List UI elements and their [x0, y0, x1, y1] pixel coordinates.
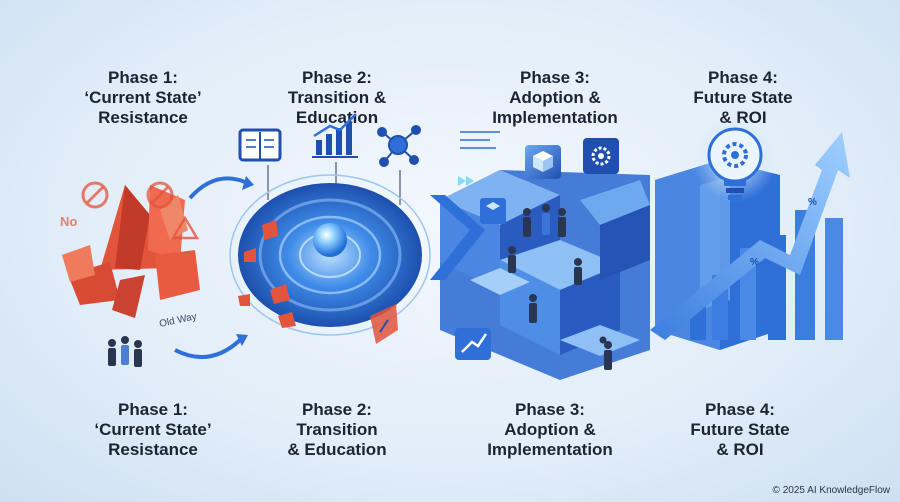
text-lines-deco: [460, 131, 500, 149]
network-icon: [377, 125, 421, 167]
book-icon: [238, 128, 282, 162]
top-label-phase-2: Phase 2: Transition & Education: [287, 68, 387, 127]
arrow-up-curve: [188, 176, 246, 200]
vortex-exit-arrow: [370, 304, 398, 344]
bar-chart-icon: [312, 113, 358, 158]
arrow-down-curve: [174, 338, 242, 359]
percent-label-1: %: [750, 257, 759, 268]
percent-label-2: %: [808, 197, 817, 208]
chevron-icon: [430, 195, 485, 280]
bottom-label-phase-3: Phase 3: Adoption & Implementation: [487, 400, 613, 459]
cube-icon: [525, 145, 561, 179]
copyright: © 2025 AI KnowledgeFlow: [772, 485, 890, 496]
no-entry-icon: [81, 181, 174, 209]
bottom-label-phase-2: Phase 2: Transition & Education: [287, 400, 387, 459]
vortex-fragments: [238, 220, 296, 328]
small-cube-icon: [480, 198, 506, 224]
top-label-phase-3: Phase 3: Adoption & Implementation: [492, 68, 618, 127]
growth-arrow: [650, 132, 850, 340]
people-group-1: [108, 336, 142, 367]
gear-icon: [583, 138, 619, 174]
no-sign-text: No: [60, 214, 77, 229]
people-group-4: [599, 336, 607, 344]
warning-icon: [170, 215, 200, 240]
bottom-label-phase-4: Phase 4: Future State & ROI: [690, 400, 790, 459]
trend-icon: [455, 328, 491, 360]
top-label-phase-1: Phase 1: ‘Current State’ Resistance: [84, 68, 202, 127]
old-way-text: Old Way: [158, 311, 197, 330]
lightbulb-icon: [693, 118, 777, 202]
team-people: [508, 204, 612, 370]
bottom-label-phase-1: Phase 1: ‘Current State’ Resistance: [94, 400, 212, 459]
resistance-blocks: [62, 185, 200, 318]
arrow-deco: [458, 176, 474, 186]
